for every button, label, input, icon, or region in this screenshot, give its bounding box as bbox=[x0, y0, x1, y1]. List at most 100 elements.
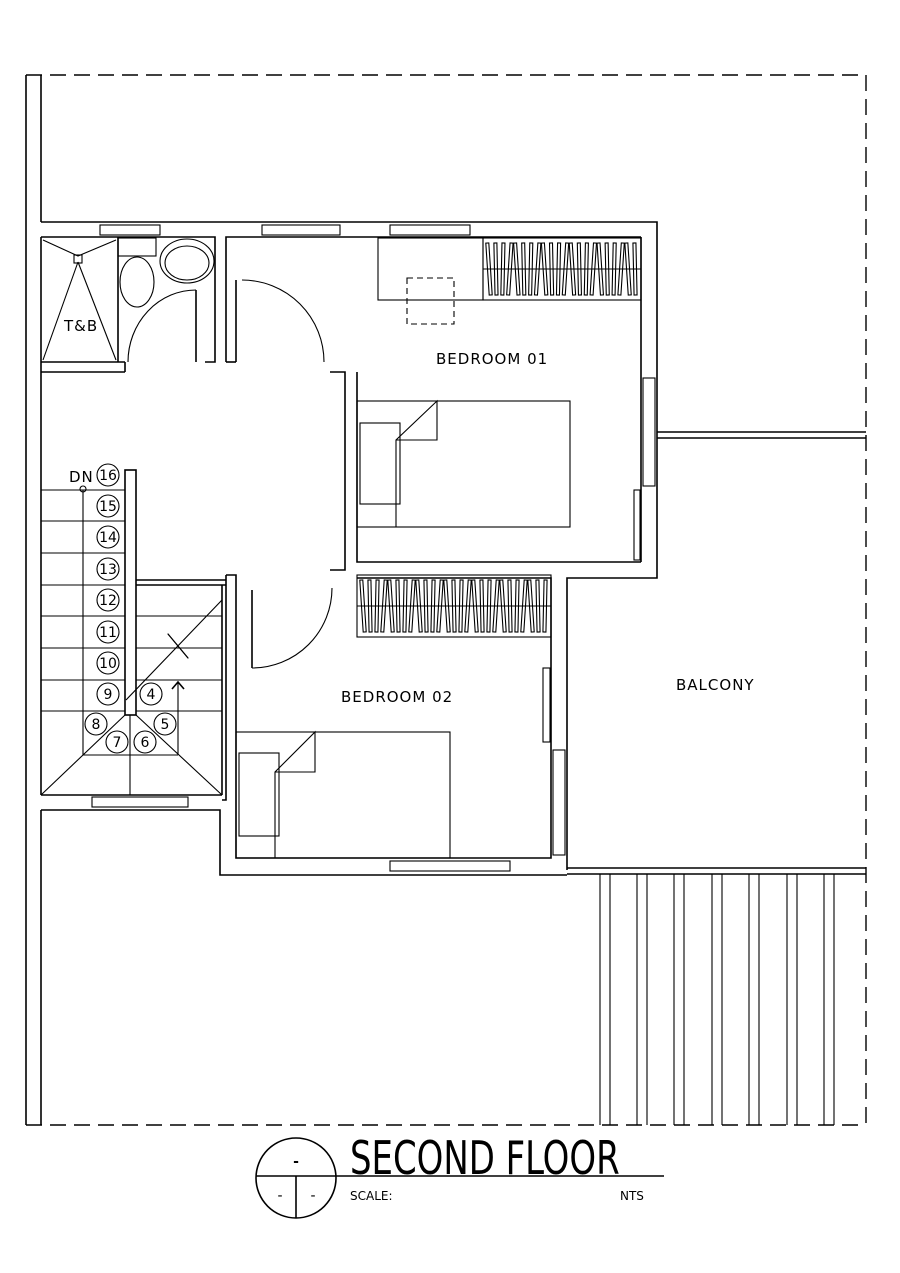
hanger bbox=[374, 579, 380, 633]
step-number-circle bbox=[105, 730, 129, 754]
toilet-bath-room: T&B bbox=[41, 224, 216, 373]
lot-boundary bbox=[25, 74, 867, 1126]
step-number: 6 bbox=[141, 735, 150, 751]
wardrobe-icon bbox=[482, 237, 642, 301]
hanger bbox=[408, 579, 416, 633]
hanger bbox=[624, 242, 632, 296]
step-number-circle bbox=[96, 620, 120, 644]
sheet-right: - bbox=[310, 1188, 315, 1204]
step-number-circle bbox=[96, 588, 120, 612]
room-label-bedroom-02: BEDROOM 02 bbox=[341, 688, 453, 706]
door-swing bbox=[251, 587, 333, 669]
hanger bbox=[415, 579, 423, 633]
hanger bbox=[535, 579, 541, 633]
window bbox=[542, 667, 551, 743]
hanger bbox=[402, 579, 408, 633]
window bbox=[389, 860, 511, 872]
hanger bbox=[568, 242, 577, 296]
step-number-circle bbox=[96, 682, 120, 706]
hanger bbox=[561, 242, 570, 296]
hanger bbox=[611, 242, 617, 296]
step-number: 11 bbox=[99, 625, 117, 641]
bedroom-02: BEDROOM 02 bbox=[222, 574, 566, 872]
step-number-circle bbox=[96, 494, 120, 518]
window bbox=[91, 796, 189, 808]
window bbox=[552, 749, 566, 856]
step-number-circle bbox=[139, 682, 163, 706]
step-number-circle bbox=[96, 557, 120, 581]
step-number-circle bbox=[96, 463, 120, 487]
hanger bbox=[367, 579, 373, 633]
hanger bbox=[486, 579, 492, 633]
hanger bbox=[499, 579, 507, 633]
hanger bbox=[436, 579, 444, 633]
hanger bbox=[458, 579, 464, 633]
arrow-up-icon bbox=[171, 680, 185, 690]
hanger bbox=[589, 242, 598, 296]
stair-direction-label: DN bbox=[69, 468, 94, 486]
hanger bbox=[514, 579, 520, 633]
hanger bbox=[632, 242, 638, 296]
hanger bbox=[520, 579, 528, 633]
hanger bbox=[604, 242, 610, 296]
exterior-walls bbox=[40, 221, 866, 876]
step-number-circle bbox=[96, 525, 120, 549]
hanger bbox=[540, 242, 549, 296]
door-swing bbox=[127, 289, 197, 363]
hanger bbox=[479, 579, 485, 633]
bedroom-01: BEDROOM 01 bbox=[225, 224, 656, 571]
hanger bbox=[527, 579, 535, 633]
step-number-circle bbox=[96, 651, 120, 675]
hanger bbox=[513, 242, 521, 296]
step-number: 14 bbox=[99, 530, 117, 546]
bed-icon bbox=[235, 730, 451, 859]
hanger bbox=[617, 242, 625, 296]
hanger bbox=[380, 579, 388, 633]
hanger bbox=[359, 579, 367, 633]
hanger bbox=[430, 579, 436, 633]
hanger bbox=[576, 242, 583, 296]
sink-icon bbox=[159, 238, 215, 284]
hanger bbox=[471, 579, 479, 633]
step-number: 16 bbox=[99, 468, 117, 484]
hanger bbox=[451, 579, 457, 633]
window bbox=[633, 489, 641, 561]
room-label-tb: T&B bbox=[63, 317, 98, 335]
hanger bbox=[583, 242, 589, 296]
bed-icon bbox=[356, 399, 571, 528]
desk-icon bbox=[377, 237, 484, 325]
hanger bbox=[423, 579, 429, 633]
step-number: 4 bbox=[147, 687, 156, 703]
hanger bbox=[555, 242, 562, 296]
step-number: 8 bbox=[92, 717, 101, 733]
title-block: - - - SECOND FLOOR SCALE: NTS bbox=[255, 1131, 664, 1219]
step-number: 7 bbox=[113, 735, 122, 751]
hanger bbox=[542, 579, 548, 633]
step-number: 12 bbox=[99, 593, 117, 609]
step-number: 15 bbox=[99, 499, 117, 515]
scale-value: NTS bbox=[620, 1189, 644, 1203]
door-swing bbox=[241, 279, 325, 363]
window bbox=[261, 224, 341, 236]
hanger bbox=[492, 579, 500, 633]
toilet-icon bbox=[117, 237, 157, 308]
step-number-circle bbox=[84, 712, 108, 736]
hanger bbox=[387, 579, 395, 633]
room-label-balcony: BALCONY bbox=[676, 676, 755, 694]
hanger bbox=[485, 242, 493, 296]
sheet-left: - bbox=[277, 1188, 282, 1204]
step-number: 10 bbox=[99, 656, 117, 672]
drawing-number: - bbox=[293, 1154, 299, 1170]
hanger bbox=[443, 579, 451, 633]
hanger bbox=[521, 242, 527, 296]
hanger bbox=[493, 242, 499, 296]
hanger bbox=[528, 242, 534, 296]
window bbox=[389, 224, 471, 236]
window bbox=[99, 224, 161, 236]
step-number: 5 bbox=[161, 717, 170, 733]
step-number-circle bbox=[153, 712, 177, 736]
hanger bbox=[500, 242, 506, 296]
hanger bbox=[506, 242, 514, 296]
